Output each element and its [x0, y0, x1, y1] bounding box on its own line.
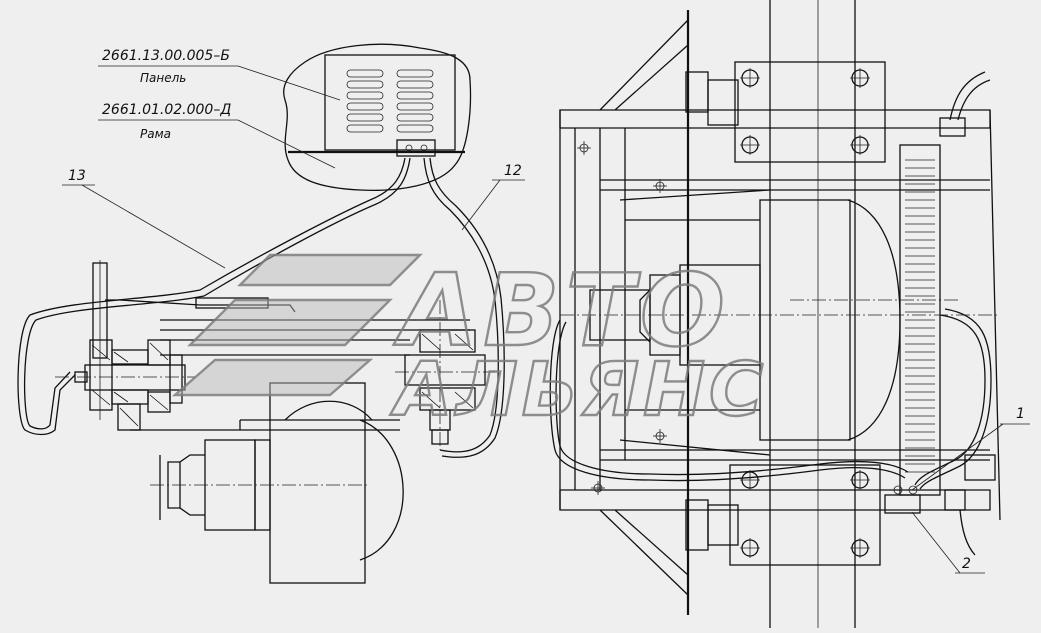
frame-label-group: 2661.01.02.000–Д Рама [98, 102, 336, 169]
lower-left-motor [150, 382, 404, 584]
position-2-label: 2 [962, 556, 971, 572]
right-frame-assembly [549, 0, 1001, 628]
panel-label-group: 2661.13.00.005–Б Панель [98, 48, 341, 101]
watermark-line1: АВТО [393, 252, 731, 369]
middle-bolt-assembly [395, 300, 495, 450]
callout-13: 13 [62, 168, 226, 269]
left-side-assembly [55, 260, 470, 431]
center-marks [577, 141, 667, 495]
panel-callout [283, 43, 472, 191]
panel-code-label: 2661.13.00.005–Б [102, 48, 230, 64]
frame-name-label: Рама [140, 127, 171, 141]
radiator-fins [905, 159, 935, 473]
panel-vent-slots [346, 69, 434, 133]
position-13-label: 13 [68, 168, 86, 184]
frame-code-label: 2661.01.02.000–Д [102, 102, 231, 118]
callout-12: 12 [461, 163, 525, 231]
callout-1: 1 [911, 406, 1030, 491]
hose-12 [423, 157, 505, 458]
panel-name-label: Панель [140, 71, 186, 85]
watermark-line2: АЛЬЯНС [390, 347, 767, 433]
position-1-label: 1 [1016, 406, 1025, 422]
callout-2: 2 [911, 511, 985, 574]
watermark-logo: АВТО АЛЬЯНС [171, 251, 767, 434]
position-12-label: 12 [504, 163, 522, 179]
